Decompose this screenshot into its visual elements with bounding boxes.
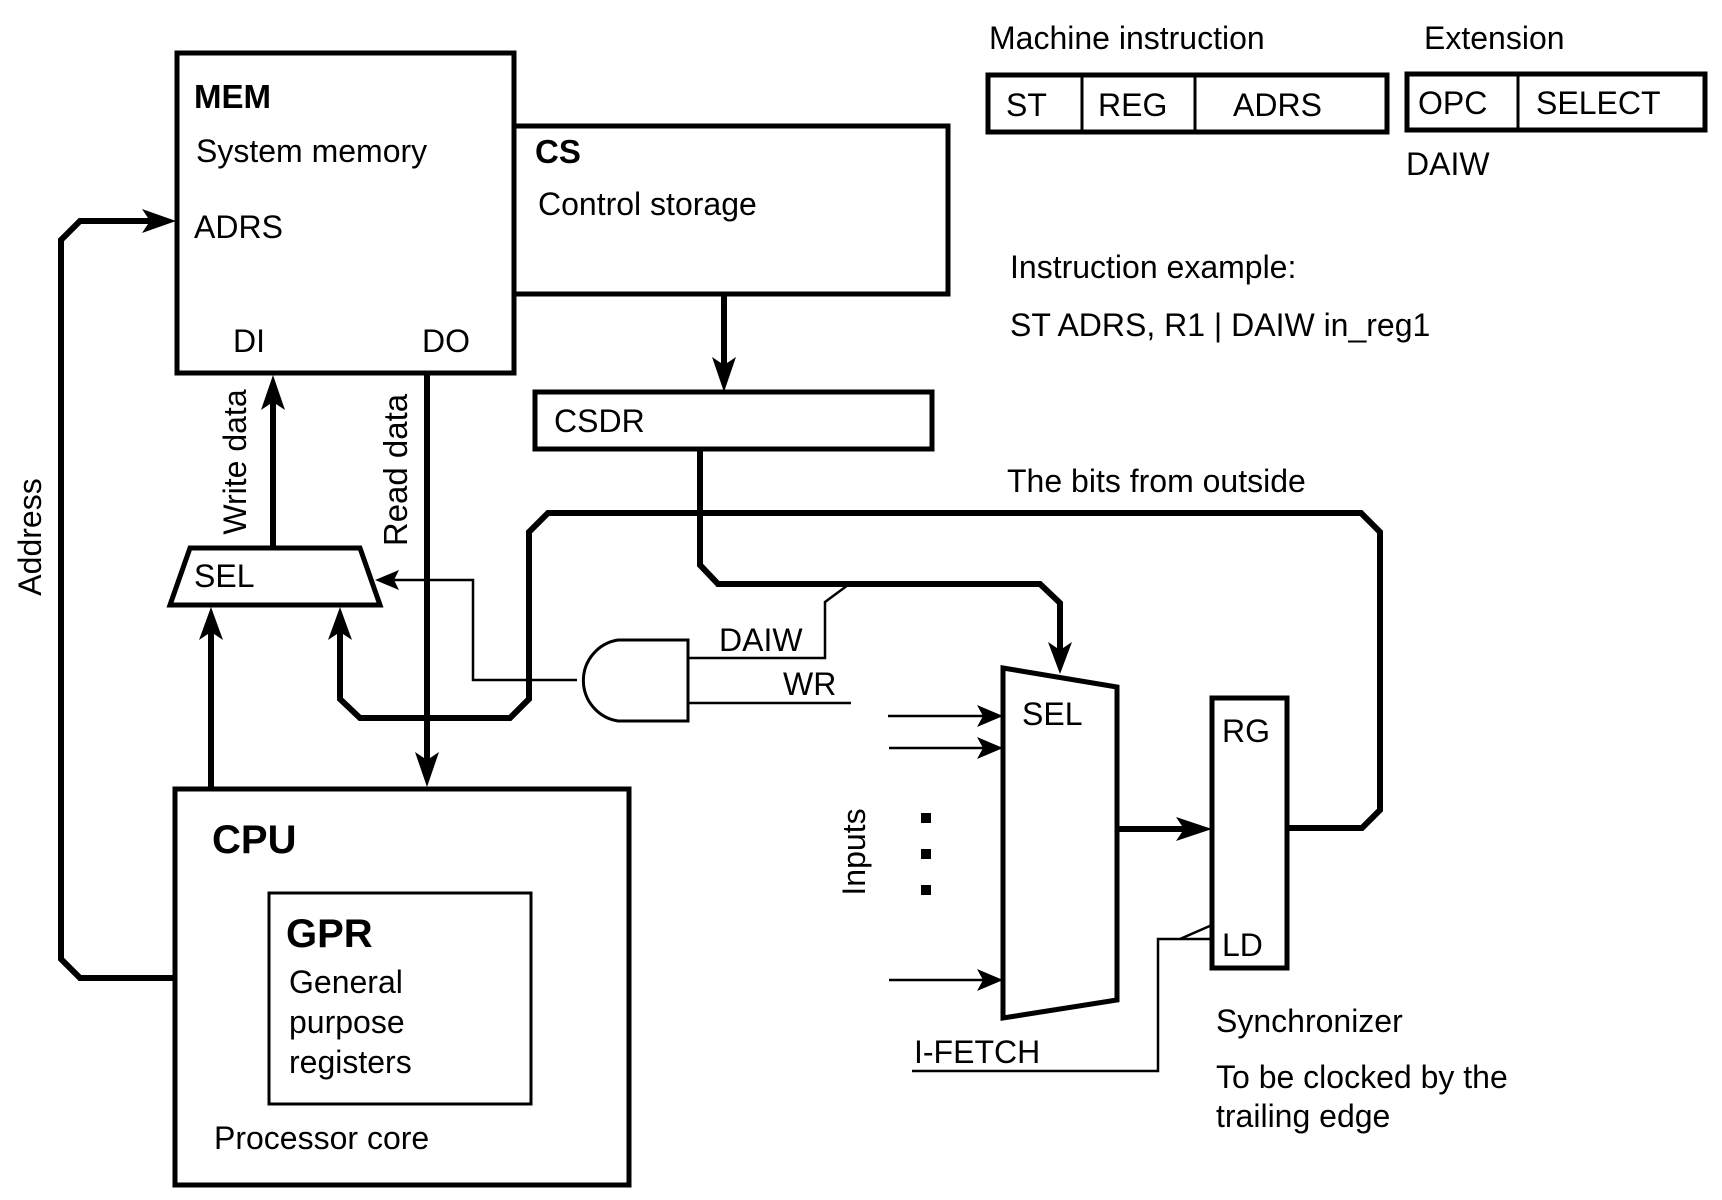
ld-clock-mark <box>1179 923 1213 941</box>
gpr-title: GPR <box>286 912 373 956</box>
daiw-signal-label: DAIW <box>719 622 803 658</box>
bits-from-outside-label: The bits from outside <box>1007 463 1306 499</box>
mux-left: SEL <box>166 545 384 608</box>
extension-caption: DAIW <box>1406 146 1490 182</box>
sel-to-rg-arrowhead <box>1176 817 1212 841</box>
mem-block: MEM System memory ADRS DI DO <box>174 50 517 376</box>
instruction-example-code: ST ADRS, R1 | DAIW in_reg1 <box>1010 307 1430 343</box>
rg-register: RG LD <box>1209 695 1290 971</box>
synchronizer-note: trailing edge <box>1216 1098 1390 1134</box>
extension-title: Extension <box>1424 20 1565 56</box>
address-label: Address <box>12 478 48 595</box>
cs-subtitle: Control storage <box>538 186 757 222</box>
address-bus <box>58 218 175 981</box>
ifetch-line <box>912 937 1212 1073</box>
mem-port-adrs: ADRS <box>194 209 283 245</box>
csdr-label: CSDR <box>554 403 645 439</box>
read-data-arrowhead <box>415 752 439 787</box>
ext-field: OPC <box>1418 85 1487 121</box>
cs-title: CS <box>535 133 581 170</box>
cs-block: CS Control storage <box>511 123 951 297</box>
ellipsis-dot <box>921 885 931 895</box>
machine-instruction-title: Machine instruction <box>989 20 1265 56</box>
wr-signal-label: WR <box>783 666 836 702</box>
read-data-label: Read data <box>377 393 414 546</box>
cpu-footer: Processor core <box>214 1120 429 1156</box>
gpr-block: GPR General purpose registers <box>267 891 533 1106</box>
ellipsis-dot <box>921 849 931 859</box>
input-arrowhead-1 <box>977 705 1003 727</box>
mem-title: MEM <box>194 78 271 115</box>
write-data-label: Write data <box>217 389 253 534</box>
and-output-line <box>392 578 577 682</box>
input-arrowhead-3 <box>977 969 1003 991</box>
gpr-line: General <box>289 964 403 1000</box>
cpu-to-sel-arrowhead <box>199 607 223 640</box>
extension-format: OPC SELECT <box>1404 71 1708 133</box>
write-data-arrowhead <box>261 375 285 410</box>
daiw-line <box>688 583 849 660</box>
mem-subtitle: System memory <box>196 133 427 169</box>
and-output-arrowhead <box>375 570 399 590</box>
machine-instruction-format: ST REG ADRS <box>985 72 1390 135</box>
instruction-example-title: Instruction example: <box>1010 249 1296 285</box>
feedback-bus <box>337 510 1383 831</box>
csdr-register: CSDR <box>532 389 935 452</box>
gpr-line: registers <box>289 1044 412 1080</box>
ld-label: LD <box>1222 927 1263 963</box>
address-arrowhead <box>142 209 176 233</box>
instr-field: REG <box>1098 87 1167 123</box>
mux-right-label: SEL <box>1022 696 1082 732</box>
cs-to-csdr-arrowhead <box>712 357 736 392</box>
mux-left-label: SEL <box>194 558 254 594</box>
ellipsis-dot <box>921 813 931 823</box>
ext-field: SELECT <box>1536 85 1660 121</box>
and-gate <box>581 638 690 723</box>
instr-field: ST <box>1006 87 1047 123</box>
feedback-arrowhead <box>328 607 352 640</box>
csdr-to-sel-bus <box>697 449 1063 655</box>
mux-right: SEL <box>1000 665 1120 1021</box>
synchronizer-title: Synchronizer <box>1216 1003 1403 1039</box>
inputs-label: Inputs <box>836 808 872 895</box>
input-arrowhead-2 <box>977 737 1003 759</box>
csdr-to-sel-arrowhead <box>1048 642 1072 674</box>
mem-port-di: DI <box>233 323 265 359</box>
mem-port-do: DO <box>422 323 470 359</box>
ifetch-label: I-FETCH <box>914 1034 1040 1070</box>
rg-label: RG <box>1222 713 1270 749</box>
gpr-line: purpose <box>289 1004 405 1040</box>
synchronizer-note: To be clocked by the <box>1216 1059 1508 1095</box>
cpu-title: CPU <box>212 818 296 862</box>
instr-field: ADRS <box>1233 87 1322 123</box>
